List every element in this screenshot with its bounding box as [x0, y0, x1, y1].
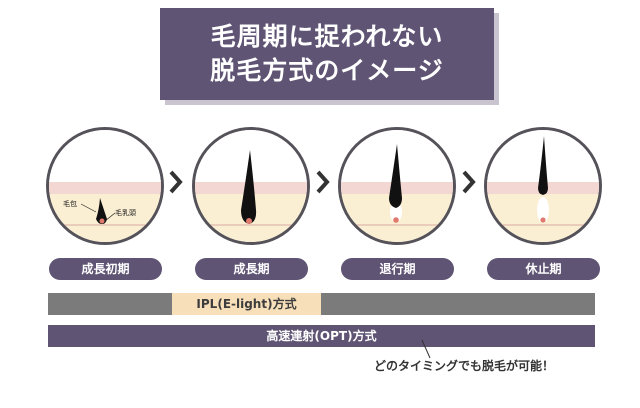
- chevron-right-icon: [316, 170, 330, 194]
- stage-4-diagram: [484, 127, 602, 245]
- hair-shape: [389, 144, 402, 208]
- hair-shape: [241, 150, 257, 224]
- stage-1-diagram: 毛包 毛乳頭: [46, 127, 164, 245]
- label-papilla: 毛乳頭: [115, 208, 136, 217]
- chevron-right-icon: [462, 170, 476, 194]
- ipl-active-segment: [172, 293, 321, 315]
- title-box: 毛周期に捉われない 脱毛方式のイメージ: [160, 8, 494, 100]
- papilla-dot: [540, 217, 546, 223]
- title-line-2: 脱毛方式のイメージ: [210, 56, 444, 85]
- papilla-dot: [99, 218, 105, 224]
- chevron-right-icon: [169, 170, 183, 194]
- papilla-dot: [246, 218, 252, 224]
- papilla-dot: [393, 217, 399, 223]
- stage-3-diagram: [338, 127, 456, 245]
- stage-label-early-growth: 成長初期: [49, 258, 162, 280]
- stage-label-telogen: 休止期: [487, 258, 600, 280]
- title-line-1: 毛周期に捉われない: [210, 22, 444, 51]
- label-follicle: 毛包: [63, 199, 77, 208]
- stage-label-anagen: 成長期: [195, 258, 308, 280]
- opt-bar: 高速連射(OPT)方式: [48, 325, 595, 347]
- hair-shape: [96, 198, 107, 224]
- opt-bar-label: 高速連射(OPT)方式: [266, 329, 377, 343]
- stage-2-diagram: [192, 127, 310, 245]
- callout-line: [421, 339, 431, 359]
- hair-shape: [538, 136, 548, 195]
- note-text: どのタイミングでも脱毛が可能！: [374, 359, 555, 373]
- ipl-bar: IPL(E-light)方式: [48, 293, 595, 315]
- ipl-bar-label: IPL(E-light)方式: [196, 297, 297, 311]
- stage-label-catagen: 退行期: [341, 258, 454, 280]
